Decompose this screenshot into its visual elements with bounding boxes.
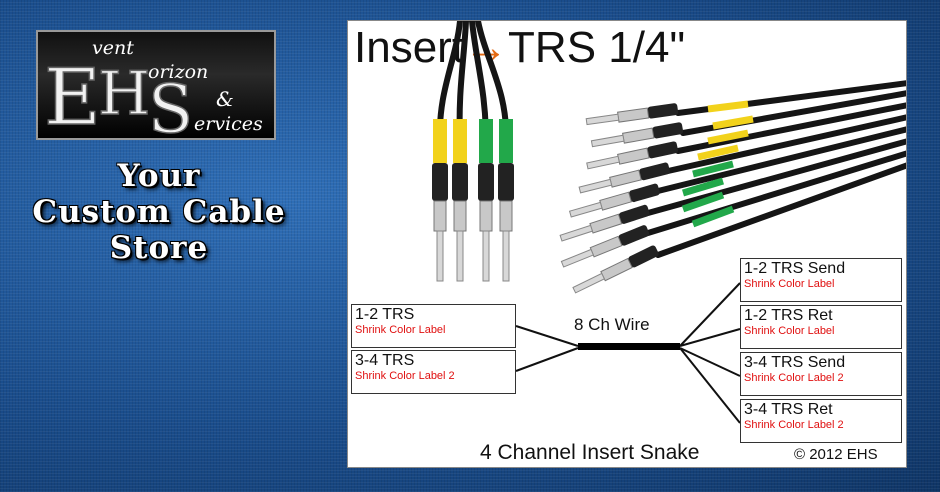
tagline-line-3: Store [109,230,209,266]
left-box-1-2-trs: 1-2 TRS Shrink Color Label [351,304,516,348]
wire-label: 8 Ch Wire [574,315,650,334]
product-diagram-card: Insert→TRS 1/4" [347,20,907,468]
logo-word-horizon: orizon [148,61,208,83]
cable-bundle-left [436,21,510,144]
cable-fan-right [645,80,906,258]
logo-word-services: ervices [194,113,263,135]
right-box-2-main: 1-2 TRS Ret [744,307,833,324]
wiring-lines [515,282,741,424]
left-box-2-sub: Shrink Color Label 2 [355,370,455,382]
right-box-4-sub: Shrink Color Label 2 [744,419,844,431]
shrink-labels-left [433,119,513,163]
tagline-line-2: Custom Cable [32,194,286,230]
right-box-3-4-send: 3-4 TRS Send Shrink Color Label 2 [740,352,902,396]
left-box-3-4-trs: 3-4 TRS Shrink Color Label 2 [351,350,516,394]
left-box-2-main: 3-4 TRS [355,352,415,369]
title-trs: TRS 1/4" [508,23,686,72]
trs-plugs-right [559,103,684,294]
right-box-2-sub: Shrink Color Label [744,325,835,337]
logo-ampersand: & [216,87,234,111]
logo-letter-h: H [98,59,150,129]
snake-wire-bar [578,343,680,350]
right-box-3-main: 3-4 TRS Send [744,354,846,371]
trs-plugs-left [432,163,514,282]
diagram-title: Insert→TRS 1/4" [354,23,685,73]
right-box-1-2-send: 1-2 TRS Send Shrink Color Label [740,258,902,302]
copyright-text: © 2012 EHS [794,446,878,463]
ehs-logo: E H S vent orizon & ervices [36,30,276,140]
logo-word-event: vent [92,37,134,59]
logo-letter-s: S [148,71,193,140]
shrink-labels-right [681,100,754,228]
left-box-1-main: 1-2 TRS [355,306,415,323]
right-box-1-main: 1-2 TRS Send [744,260,846,277]
right-box-4-main: 3-4 TRS Ret [744,401,833,418]
left-box-1-sub: Shrink Color Label [355,324,446,336]
diagram-caption: 4 Channel Insert Snake [480,441,700,464]
tagline-line-1: Your [117,158,201,194]
ehs-logo-art: E H S vent orizon & ervices [43,37,263,140]
right-box-1-sub: Shrink Color Label [744,278,835,290]
logo-letter-e: E [44,53,101,140]
cable-illustration [432,21,906,424]
right-box-3-4-ret: 3-4 TRS Ret Shrink Color Label 2 [740,399,902,443]
right-box-1-2-ret: 1-2 TRS Ret Shrink Color Label [740,305,902,349]
right-box-3-sub: Shrink Color Label 2 [744,372,844,384]
title-insert: Insert [354,23,465,72]
